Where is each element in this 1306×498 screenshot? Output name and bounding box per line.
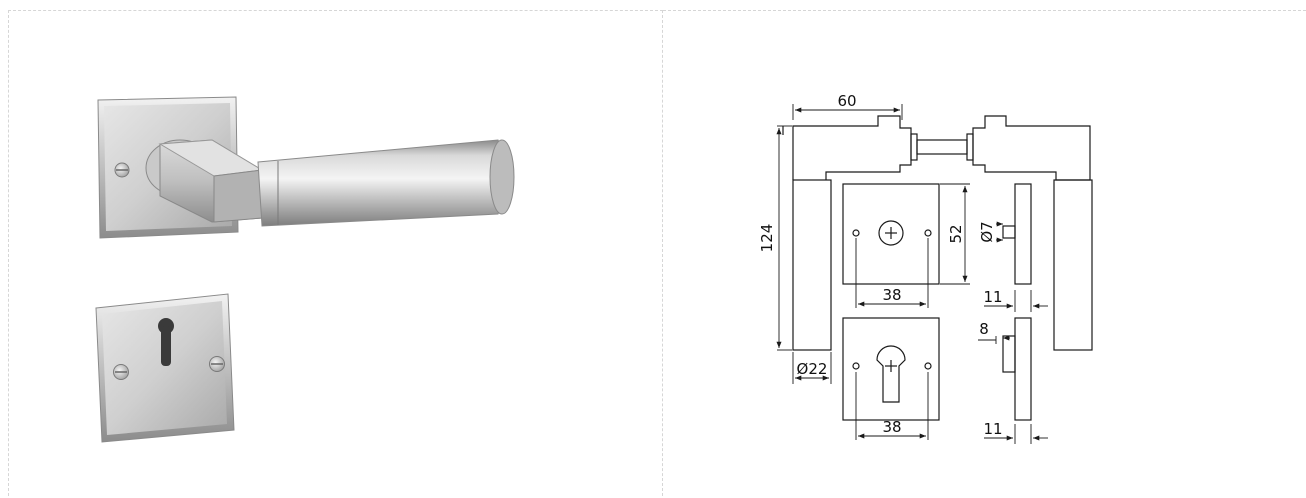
- dimension-rose-height: 52: [947, 224, 965, 243]
- lever-outline: [782, 115, 912, 351]
- rose-side-view: [1002, 183, 1032, 285]
- rose-front-view: [842, 183, 940, 285]
- keyhole-icon: [158, 318, 174, 366]
- dimension-escutcheon-width: 38: [882, 418, 901, 436]
- technical-drawing-panel: [663, 10, 1306, 496]
- screw-icon: [113, 364, 129, 380]
- dimension-rose-thickness: 11: [983, 288, 1002, 306]
- product-photo-panel: [8, 10, 663, 496]
- dimension-rose-width: 38: [882, 286, 901, 304]
- screw-icon: [114, 162, 130, 178]
- screw-icon: [209, 356, 225, 372]
- spindle-outline: [910, 133, 974, 161]
- dimension-height: 124: [758, 224, 776, 253]
- dimension-length: 60: [837, 92, 856, 110]
- dimension-lines: [776, 104, 1048, 444]
- escutcheon-rose: [95, 293, 235, 443]
- dimension-escutcheon-offset: 8: [979, 320, 989, 338]
- lever-outline: [972, 115, 1093, 351]
- dimension-escutcheon-thickness: 11: [983, 420, 1002, 438]
- dimension-spindle-diameter: Ø7: [978, 221, 996, 242]
- lever-handle: [145, 139, 515, 227]
- escutcheon-front-view: [842, 317, 940, 421]
- dimension-grip-diameter: Ø22: [797, 360, 828, 378]
- escutcheon-side-view: [1002, 317, 1032, 421]
